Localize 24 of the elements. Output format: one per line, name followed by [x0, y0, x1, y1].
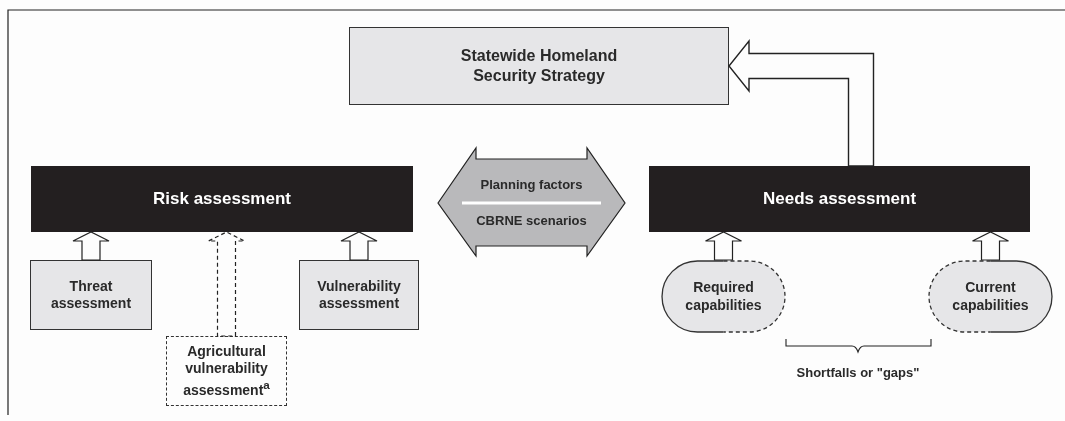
- double-arrow-shape: [438, 147, 625, 257]
- block-arrow: [704, 231, 743, 261]
- node-label: CBRNE scenarios: [476, 212, 587, 230]
- heading-bar: [649, 166, 1030, 232]
- node-label: Planning factors: [480, 176, 583, 194]
- dashed-block-arrow: [207, 231, 246, 337]
- node-label: Required capabilities: [684, 279, 763, 314]
- node-label: Current capabilities: [951, 279, 1030, 314]
- process-box: [299, 260, 419, 330]
- block-arrow: [971, 231, 1010, 261]
- block-arrow: [340, 231, 378, 261]
- node-label: Agricultural vulnerability assessment$^{a}$: [182, 342, 271, 400]
- node-label: Vulnerability assessment: [316, 277, 402, 313]
- process-box: [349, 27, 729, 105]
- block-arrow: [728, 39, 875, 167]
- note-text: Shortfalls or "gaps": [795, 364, 921, 382]
- heading-text: Risk assessment: [153, 188, 291, 210]
- heading-bar: [31, 166, 413, 232]
- process-box: [30, 260, 152, 330]
- node-label: Statewide Homeland Security Strategy: [459, 46, 619, 86]
- node-label: Threat assessment: [49, 277, 133, 313]
- heading-text: Needs assessment: [762, 188, 917, 210]
- block-arrow: [72, 231, 110, 261]
- dashed-box: [166, 336, 287, 406]
